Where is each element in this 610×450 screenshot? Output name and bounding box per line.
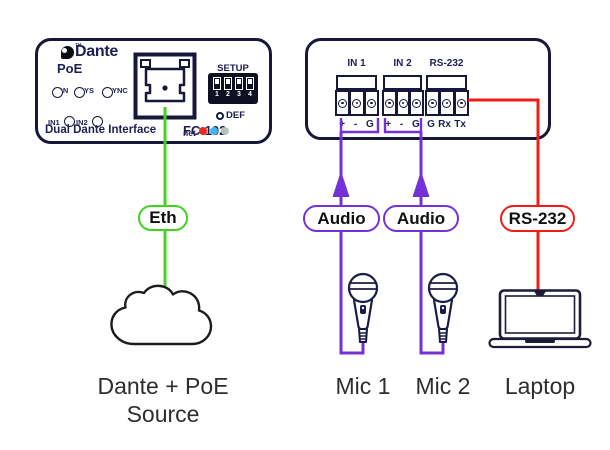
setup-label: SETUP bbox=[217, 63, 249, 74]
led-indicator-icon bbox=[73, 87, 85, 98]
up-arrow-icon bbox=[412, 171, 430, 197]
port-label: IN 1 bbox=[347, 58, 366, 69]
eth-tag-label: Eth bbox=[149, 208, 177, 227]
port-label: RS-232 bbox=[429, 58, 464, 69]
status-dot-red-icon bbox=[198, 127, 207, 135]
mic1-label: Mic 1 bbox=[335, 373, 391, 399]
laptop-label: Laptop bbox=[504, 373, 576, 399]
device-subtitle: Dual Dante Interface bbox=[45, 124, 157, 136]
audio-tag-label: Audio bbox=[317, 208, 366, 228]
led-on: ON bbox=[44, 86, 70, 98]
status-dot-gray-icon bbox=[220, 127, 229, 135]
audio-tag-1: Audio bbox=[303, 205, 380, 232]
dip-number: 3 bbox=[237, 91, 241, 98]
dip-switch-icon bbox=[235, 77, 243, 90]
port-pins: + - G bbox=[385, 119, 420, 130]
mic2-icon bbox=[427, 272, 459, 343]
dante-brand-text: Dante bbox=[75, 43, 118, 60]
dip-number: 4 bbox=[248, 91, 252, 98]
audio-tag-label: Audio bbox=[396, 208, 446, 228]
terminal-block-icon bbox=[425, 75, 469, 116]
source-label-line1: Dante + PoE bbox=[97, 373, 229, 399]
mic1-icon bbox=[347, 272, 379, 343]
source-label: Dante + PoE Source bbox=[48, 372, 278, 428]
mic2-label: Mic 2 bbox=[415, 373, 471, 399]
trademark-symbol: ™ bbox=[75, 43, 82, 50]
up-arrow-icon bbox=[332, 171, 350, 197]
audio-tag-2: Audio bbox=[383, 205, 459, 232]
led-indicator-icon bbox=[92, 116, 103, 127]
source-label-line2: Source bbox=[126, 401, 200, 427]
dip-switch-icon bbox=[246, 77, 254, 90]
def-button-icon bbox=[216, 111, 224, 120]
led-indicator-icon bbox=[101, 87, 113, 98]
port-pins: G Rx Tx bbox=[427, 119, 466, 130]
dip-switch-icon bbox=[224, 77, 232, 90]
model-number: FC-102net bbox=[183, 123, 229, 138]
rs232-tag: RS-232 bbox=[500, 205, 575, 232]
port-group-in1: IN 1 + - G bbox=[335, 41, 379, 137]
io-terminal-device: IN 1 + - G IN 2 + - G bbox=[305, 38, 551, 140]
terminal-block-icon bbox=[335, 75, 379, 116]
poe-label: PoE bbox=[57, 61, 83, 76]
def-label: DEF bbox=[226, 110, 245, 121]
rs232-tag-label: RS-232 bbox=[508, 208, 567, 228]
led-indicator-icon bbox=[51, 87, 63, 98]
led-in2-label: IN2 bbox=[76, 118, 88, 127]
led-in1-label: IN1 bbox=[48, 118, 60, 127]
led-sys: SYS bbox=[66, 86, 95, 98]
laptop-icon bbox=[488, 289, 592, 349]
port-group-in2: IN 2 + - G bbox=[382, 41, 425, 137]
led-sync: SYNC bbox=[92, 86, 128, 98]
port-label: IN 2 bbox=[393, 58, 412, 69]
port-pins: + - G bbox=[339, 119, 374, 130]
status-dot-cyan-icon bbox=[209, 127, 218, 135]
dante-logo-icon bbox=[61, 46, 74, 59]
terminal-block-icon bbox=[382, 75, 425, 116]
led-indicator-icon bbox=[64, 116, 75, 127]
eth-tag: Eth bbox=[138, 205, 188, 231]
led-sys-label: SYS bbox=[79, 86, 95, 95]
rj45-port-icon bbox=[133, 52, 197, 120]
model-suffix: net bbox=[183, 128, 196, 138]
dip-number: 2 bbox=[226, 91, 230, 98]
def-button: DEF bbox=[216, 110, 245, 121]
dip-number: 1 bbox=[215, 91, 219, 98]
cloud-icon bbox=[110, 284, 213, 346]
led-on-label: ON bbox=[57, 86, 69, 95]
dip-switch-block: 1 2 3 4 bbox=[208, 73, 258, 104]
dip-switch-icon bbox=[213, 77, 221, 90]
led-sync-label: SYNC bbox=[107, 86, 128, 95]
port-group-rs232: RS-232 G Rx Tx bbox=[425, 41, 469, 137]
